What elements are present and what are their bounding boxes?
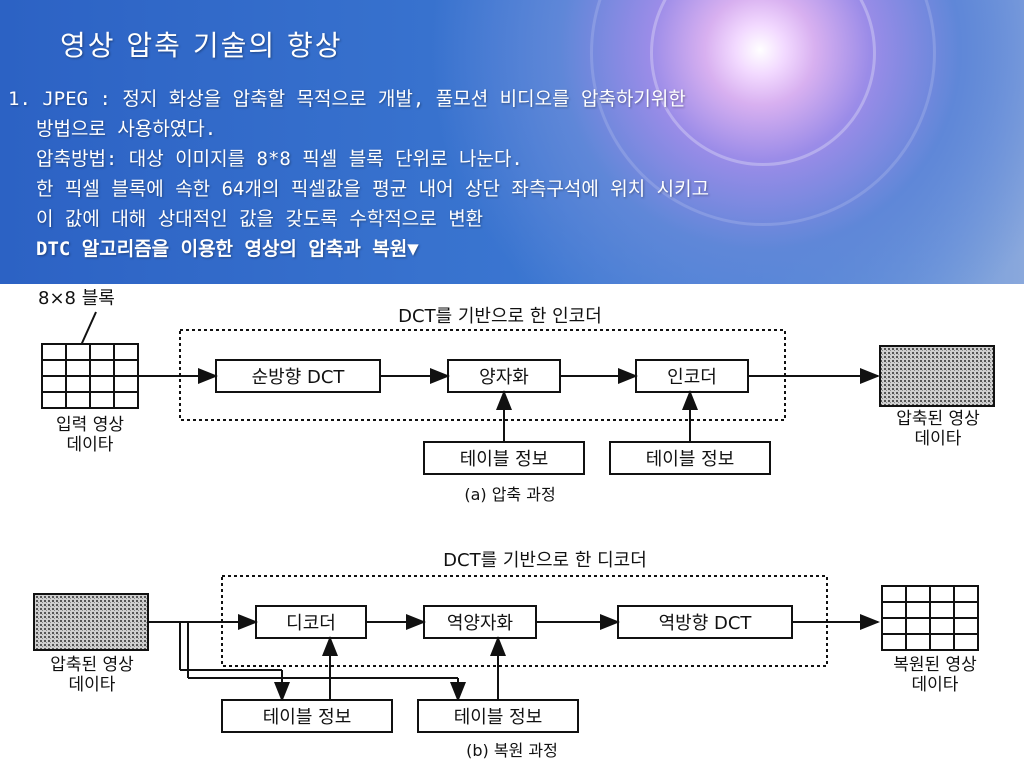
encoder-section: 8×8 블록 입력 영상 데이타 DCT를 기반으로 한 인코더 순방향 DCT… (38, 288, 995, 504)
dec-table-box-2 (417, 699, 579, 733)
inverse-dct-label: 역방향 DCT (659, 613, 753, 634)
enc-table-box-1 (423, 441, 585, 475)
enc-table-box-2 (609, 441, 771, 475)
slide-header: 영상 압축 기술의 향상 1. JPEG : 정지 화상을 압축할 목적으로 개… (0, 0, 1024, 284)
forward-dct-label: 순방향 DCT (252, 367, 346, 388)
dec-input-label-2: 데이타 (69, 675, 116, 695)
dec-output-label-1: 복원된 영상 (893, 655, 977, 675)
dec-table-box-1 (221, 699, 393, 733)
body-line-1: 1. JPEG : 정지 화상을 압축할 목적으로 개발, 풀모션 비디오를 압… (8, 88, 686, 110)
dec-input-label-1: 압축된 영상 (50, 655, 134, 675)
dec-table-label-1: 테이블 정보 (263, 707, 352, 728)
enc-input-label-1: 입력 영상 (56, 415, 124, 435)
dec-input-image (33, 593, 149, 651)
encoder-group-label: DCT를 기반으로 한 인코더 (398, 306, 602, 327)
dct-diagram: 8×8 블록 입력 영상 데이타 DCT를 기반으로 한 인코더 순방향 DCT… (33, 288, 995, 760)
decoder-group-label: DCT를 기반으로 한 디코더 (443, 550, 647, 571)
output-grid (881, 585, 979, 651)
enc-input-label-2: 데이타 (67, 435, 114, 455)
slide-title: 영상 압축 기술의 향상 (60, 29, 343, 62)
enc-table-label-2: 테이블 정보 (646, 449, 735, 470)
enc-output-label-2: 데이타 (915, 429, 962, 449)
decoder-caption: (b) 복원 과정 (466, 741, 558, 760)
body-line-3: 압축방법: 대상 이미지를 8*8 픽셀 블록 단위로 나눈다. (36, 148, 523, 170)
slide-body: 1. JPEG : 정지 화상을 압축할 목적으로 개발, 풀모션 비디오를 압… (8, 84, 709, 264)
encoder-label: 인코더 (667, 367, 717, 388)
body-line-6: DTC 알고리즘을 이용한 영상의 압축과 복원▼ (36, 238, 419, 260)
dequantize-label: 역양자화 (447, 613, 513, 634)
enc-output-label-1: 압축된 영상 (896, 409, 980, 429)
block-label: 8×8 블록 (38, 288, 115, 309)
dec-table-label-2: 테이블 정보 (454, 707, 543, 728)
enc-table-label-1: 테이블 정보 (460, 449, 549, 470)
encoder-caption: (a) 압축 과정 (464, 485, 555, 504)
dequantize-box (423, 605, 537, 639)
enc-output-image (879, 345, 995, 407)
input-grid (41, 343, 139, 409)
dec-output-label-2: 데이타 (912, 675, 959, 695)
body-line-4: 한 픽셀 블록에 속한 64개의 픽셀값을 평균 내어 상단 좌측구석에 위치 … (36, 178, 710, 200)
quantize-label: 양자화 (479, 367, 529, 388)
decoder-label: 디코더 (286, 613, 336, 634)
body-line-2: 방법으로 사용하였다. (36, 118, 217, 140)
body-line-5: 이 값에 대해 상대적인 값을 갖도록 수학적으로 변환 (36, 208, 484, 230)
decoder-section: 압축된 영상 데이타 DCT를 기반으로 한 디코더 디코더 역양자화 역방향 … (33, 550, 979, 760)
